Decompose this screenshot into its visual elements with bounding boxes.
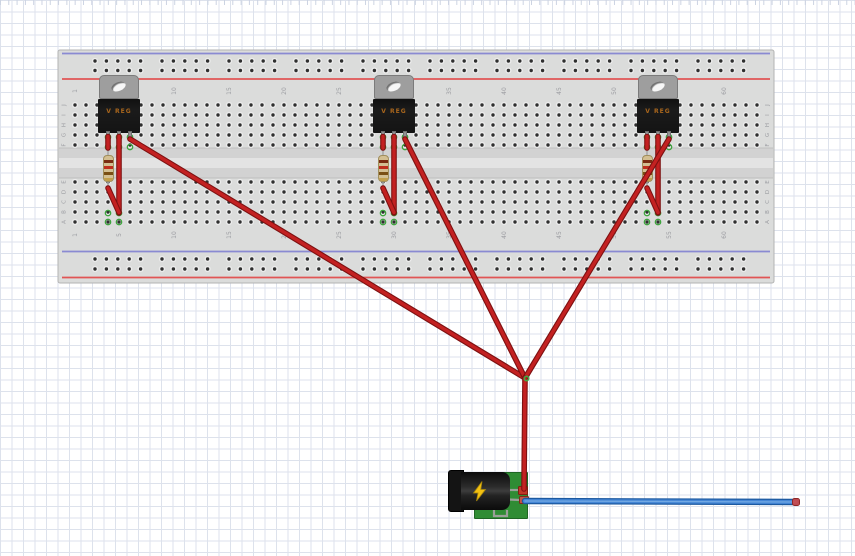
regulator-label: V REG — [381, 108, 407, 115]
svg-text:C: C — [765, 200, 771, 204]
resistor-band — [378, 178, 388, 181]
svg-text:1: 1 — [72, 89, 79, 93]
svg-text:I: I — [62, 114, 68, 116]
resistor-band — [103, 160, 113, 163]
svg-text:H: H — [765, 123, 771, 127]
svg-text:F: F — [62, 143, 68, 146]
svg-text:10: 10 — [171, 87, 178, 95]
svg-text:E: E — [765, 180, 771, 184]
resistor-band — [378, 160, 388, 163]
svg-text:G: G — [765, 133, 771, 137]
svg-text:A: A — [62, 220, 68, 224]
wire-out-reg1[interactable] — [127, 136, 528, 381]
svg-text:25: 25 — [336, 231, 343, 239]
svg-text:45: 45 — [556, 87, 563, 95]
regulator-label: V REG — [106, 108, 132, 115]
svg-text:G: G — [62, 133, 68, 137]
resistor-band — [103, 166, 113, 169]
svg-text:60: 60 — [721, 87, 728, 95]
svg-text:E: E — [62, 180, 68, 184]
resistor-band — [103, 178, 113, 181]
svg-text:J: J — [765, 104, 771, 107]
regulator-heatsink-tab — [638, 75, 678, 99]
voltage-regulator[interactable]: V REG — [637, 75, 679, 142]
resistor[interactable] — [377, 155, 389, 182]
wire-resistor-reg2[interactable] — [380, 185, 397, 216]
wire-endpoint-marker[interactable] — [792, 498, 800, 506]
svg-text:60: 60 — [721, 231, 728, 239]
wire-junction-to-jack[interactable] — [521, 375, 528, 492]
svg-text:J: J — [62, 104, 68, 107]
resistor-band — [378, 166, 388, 169]
svg-text:40: 40 — [501, 231, 508, 239]
lightning-bolt-icon — [472, 481, 487, 502]
svg-text:35: 35 — [446, 87, 453, 95]
breadboard-labels: 1155101015152020252530303535404045455050… — [62, 87, 772, 239]
breadboard-holes — [71, 57, 761, 273]
svg-text:45: 45 — [556, 231, 563, 239]
svg-text:20: 20 — [281, 87, 288, 95]
wire-out-reg2[interactable] — [402, 136, 528, 381]
svg-text:H: H — [62, 123, 68, 127]
resistor-band — [103, 172, 113, 175]
wire-junction-highlight — [523, 375, 530, 382]
svg-text:40: 40 — [501, 87, 508, 95]
resistor-band — [642, 166, 652, 169]
resistor-body — [102, 155, 114, 182]
regulator-label: V REG — [645, 108, 671, 115]
svg-text:55: 55 — [666, 231, 673, 239]
svg-text:50: 50 — [611, 231, 618, 239]
svg-text:C: C — [62, 200, 68, 204]
wire-resistor-reg3[interactable] — [644, 185, 661, 216]
wire-blue-negative[interactable] — [521, 497, 800, 506]
regulator-heatsink-tab — [99, 75, 139, 99]
svg-text:A: A — [765, 220, 771, 224]
resistor-band — [378, 172, 388, 175]
svg-text:5: 5 — [116, 233, 123, 237]
svg-text:I: I — [765, 114, 771, 116]
svg-text:B: B — [765, 210, 771, 214]
svg-text:35: 35 — [446, 231, 453, 239]
svg-text:15: 15 — [226, 231, 233, 239]
svg-text:30: 30 — [391, 231, 398, 239]
resistor[interactable] — [102, 155, 114, 182]
svg-text:D: D — [765, 190, 771, 194]
wire-out-reg3[interactable] — [522, 136, 672, 381]
barrel-jack-body — [461, 472, 510, 510]
svg-text:10: 10 — [171, 231, 178, 239]
svg-text:50: 50 — [611, 87, 618, 95]
resistor-body — [377, 155, 389, 182]
svg-text:15: 15 — [226, 87, 233, 95]
svg-text:1: 1 — [72, 233, 79, 237]
regulator-body: V REG — [637, 99, 679, 133]
svg-text:F: F — [765, 143, 771, 146]
regulator-body: V REG — [98, 99, 140, 133]
regulator-body: V REG — [373, 99, 415, 133]
top-ruler-ticks — [0, 0, 855, 5]
resistor-band — [642, 160, 652, 163]
svg-text:D: D — [62, 190, 68, 194]
wire-resistor-reg1[interactable] — [105, 185, 122, 216]
svg-text:25: 25 — [336, 87, 343, 95]
regulator-heatsink-tab — [374, 75, 414, 99]
svg-text:B: B — [62, 210, 68, 214]
